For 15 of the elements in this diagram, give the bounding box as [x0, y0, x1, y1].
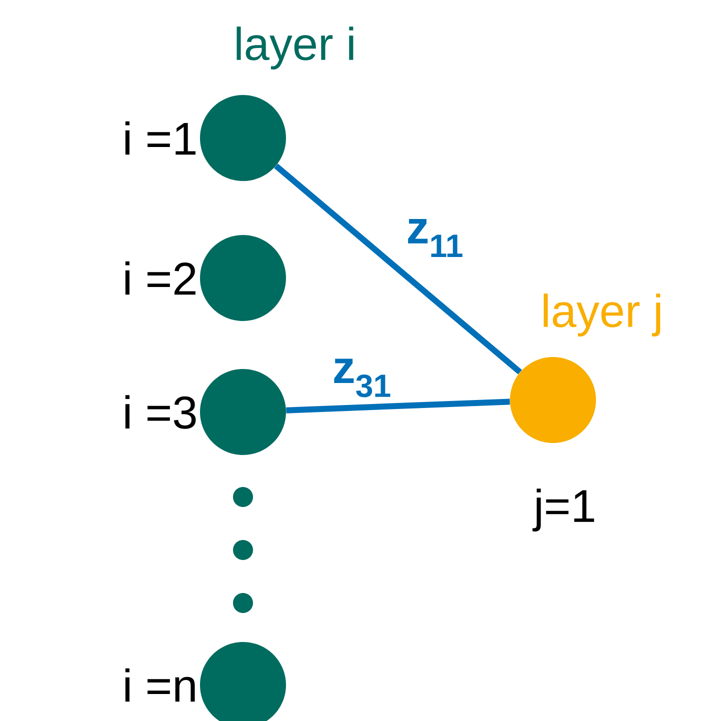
circle-node	[200, 95, 286, 181]
node-label: i =2	[125, 261, 196, 295]
edge-label: z$_{11}$	[405, 218, 465, 258]
edge-label: z$_{31}$	[331, 358, 393, 398]
circle-node	[200, 235, 286, 321]
node-label: j=1	[532, 488, 594, 532]
layer-heading: layer i	[236, 26, 354, 70]
connector-line	[274, 164, 522, 374]
node-label: i =3	[125, 395, 196, 429]
layer-heading: layer j	[544, 294, 660, 336]
circle-node	[200, 369, 286, 455]
node-label: i =n	[125, 668, 195, 702]
circle-node	[510, 357, 596, 443]
node-label: i =1	[125, 121, 196, 155]
connector-line	[286, 398, 510, 414]
